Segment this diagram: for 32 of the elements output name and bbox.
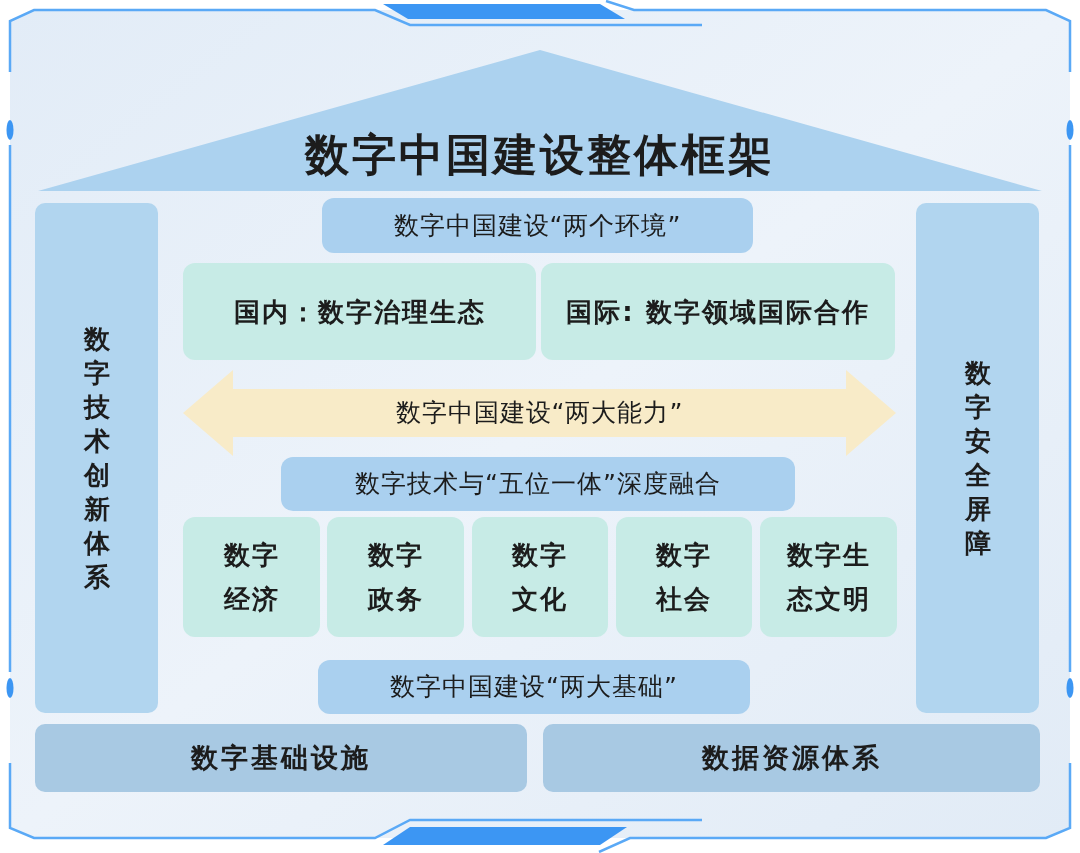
double-arrow-band xyxy=(183,370,896,456)
label-text: 数字基础设施 xyxy=(191,741,371,775)
content-panel xyxy=(760,517,897,637)
label-text: 国内：数字治理生态 xyxy=(233,295,486,329)
section-header-band xyxy=(281,457,795,511)
content-panel xyxy=(183,263,536,360)
label-text: 国际: 数字领域国际合作 xyxy=(566,295,870,329)
pillar-panel xyxy=(916,203,1039,713)
section-header-band xyxy=(322,198,753,253)
vertical-label-text: 数字安全屏障 xyxy=(963,357,992,560)
roof-shape xyxy=(38,50,1042,191)
header-text: 数字技术与“五位一体”深度融合 xyxy=(355,468,721,500)
heading-text: 数字中国建设整体框架 xyxy=(305,129,775,181)
content-panel xyxy=(327,517,464,637)
label-text: 数字政务 xyxy=(366,539,425,616)
content-panel xyxy=(183,517,320,637)
label-text: 数据资源体系 xyxy=(701,741,882,775)
header-text: 数字中国建设“两大基础” xyxy=(390,671,678,703)
content-panel xyxy=(472,517,608,637)
label-text: 数字生态文明 xyxy=(785,539,872,616)
label-text: 数字社会 xyxy=(654,539,713,616)
label-text: 数字经济 xyxy=(222,539,281,616)
pillar-panel xyxy=(35,203,158,713)
content-panel xyxy=(616,517,752,637)
section-header-band xyxy=(318,660,750,714)
label-text: 数字文化 xyxy=(510,539,569,616)
foundation-panel xyxy=(543,724,1040,792)
header-text: 数字中国建设“两个环境” xyxy=(393,209,682,242)
content-panel xyxy=(541,263,895,360)
arrow-label-text: 数字中国建设“两大能力” xyxy=(395,397,684,429)
foundation-panel xyxy=(35,724,527,792)
vertical-label-text: 数字技术创新体系 xyxy=(82,323,111,594)
